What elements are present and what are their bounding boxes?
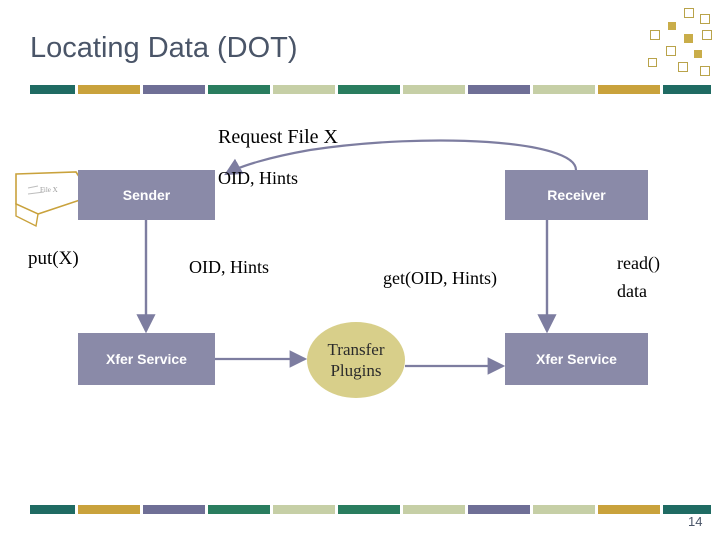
node-sender[interactable]: Sender bbox=[78, 170, 215, 220]
color-bar-segment-green bbox=[208, 85, 270, 94]
color-bar-segment-gold bbox=[78, 85, 140, 94]
svg-text:File X: File X bbox=[40, 186, 58, 194]
color-bar-segment-purple2 bbox=[468, 505, 530, 514]
color-bar-segment-green bbox=[208, 505, 270, 514]
label-put-x: put(X) bbox=[28, 248, 79, 269]
color-bar-segment-teal2 bbox=[663, 505, 711, 514]
color-bar-segment-gold bbox=[78, 505, 140, 514]
transfer-plugins-line2: Plugins bbox=[330, 361, 382, 380]
color-bar-segment-sage bbox=[273, 505, 335, 514]
page-number: 14 bbox=[688, 514, 703, 529]
page-title: Locating Data (DOT) bbox=[30, 32, 298, 64]
label-read-call: read() bbox=[617, 253, 660, 273]
color-bar-segment-purple bbox=[143, 505, 205, 514]
node-receiver[interactable]: Receiver bbox=[505, 170, 648, 220]
color-bar-segment-green2 bbox=[338, 85, 400, 94]
color-bar-segment-teal2 bbox=[663, 85, 711, 94]
color-bar-segment-gold2 bbox=[598, 505, 660, 514]
label-request-file-x: Request File X bbox=[218, 126, 338, 148]
color-bar-segment-sage2 bbox=[403, 505, 465, 514]
node-xfer-service-right[interactable]: Xfer Service bbox=[505, 333, 648, 385]
label-oid-hints-mid: OID, Hints bbox=[189, 257, 269, 277]
color-bar-segment-green2 bbox=[338, 505, 400, 514]
label-data: data bbox=[617, 281, 647, 301]
color-bar-segment-sage3 bbox=[533, 85, 595, 94]
transfer-plugins-line1: Transfer bbox=[327, 340, 385, 359]
color-bar-segment-sage bbox=[273, 85, 335, 94]
color-bar-segment-sage2 bbox=[403, 85, 465, 94]
node-transfer-plugins[interactable]: Transfer Plugins bbox=[307, 322, 405, 398]
node-xfer-service-left[interactable]: Xfer Service bbox=[78, 333, 215, 385]
color-bar-segment-purple2 bbox=[468, 85, 530, 94]
color-bar-segment-teal bbox=[30, 85, 75, 94]
color-bar-segment-gold2 bbox=[598, 85, 660, 94]
label-get-oid-hints: get(OID, Hints) bbox=[383, 268, 497, 288]
label-oid-hints-top: OID, Hints bbox=[218, 168, 298, 188]
color-bar-segment-teal bbox=[30, 505, 75, 514]
color-bar-segment-sage3 bbox=[533, 505, 595, 514]
document-icon: File X bbox=[15, 171, 94, 228]
color-bar-segment-purple bbox=[143, 85, 205, 94]
corner-decoration bbox=[632, 8, 712, 78]
